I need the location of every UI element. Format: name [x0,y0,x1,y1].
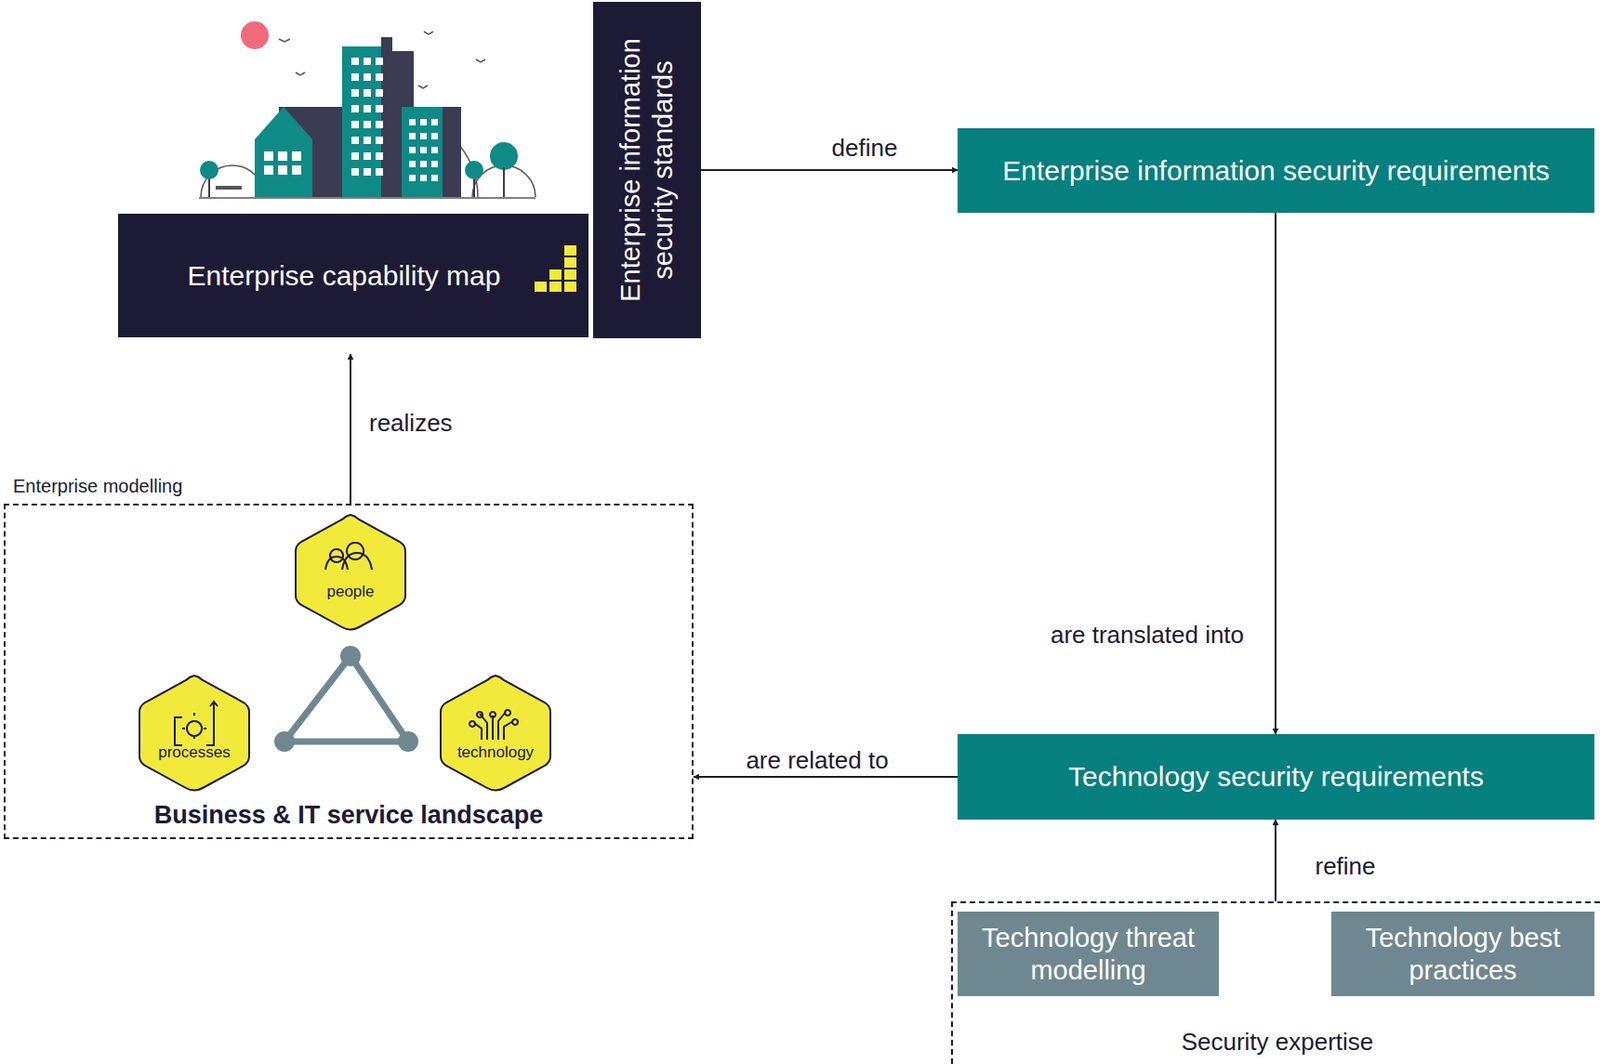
tech-requirements-box: Technology security requirements [957,734,1595,820]
box-label: Enterprise capability map [187,259,502,293]
hexagon-label: people [290,582,411,602]
vertical-label: Enterprise information security standard… [614,12,680,329]
box-label: Enterprise information security requirem… [1002,154,1550,188]
edge-label: realizes [366,409,456,438]
hexagon-label: technology [435,743,556,763]
threat-modelling-box: Technology threat modelling [957,912,1219,997]
technology-hexagon: technology [435,673,556,796]
edge-label: are related to [742,746,891,776]
hexagon-shape [133,673,255,796]
stairs-icon [534,245,578,294]
connector-arrow [1274,819,1277,902]
edge-label: are translated into [1047,621,1247,650]
standards-box: Enterprise information security standard… [593,1,701,339]
box-label: Technology threat modelling [968,922,1208,988]
connector-arrow [700,169,958,172]
best-practices-box: Technology best practices [1331,912,1595,997]
enterprise-modelling-group: Enterprise modellingBusiness & IT servic… [3,503,694,840]
connector-arrow [693,776,958,779]
group-caption: Security expertise [952,1028,1600,1058]
connector-arrow [349,354,352,504]
triangle-graphic [274,646,419,753]
box-label: Technology best practices [1342,922,1584,988]
security-expertise-group: Security expertise Technology threat mode… [951,901,1600,1064]
edge-label: refine [1311,852,1378,882]
people-hexagon: people [290,512,411,635]
hexagon-shape [435,673,556,796]
box-label: Technology security requirements [1068,760,1484,794]
requirements-box: Enterprise information security requirem… [957,128,1595,213]
group-caption: Business & IT service landscape [5,801,692,831]
connector-arrow [1274,212,1277,735]
processes-hexagon: processes [133,673,255,796]
hexagon-label: processes [133,743,255,763]
edge-label: define [829,133,901,163]
city-illustration [198,21,536,199]
hexagon-shape [290,512,411,635]
group-heading: Enterprise modelling [13,476,183,498]
capability-map-box: Enterprise capability map [118,213,589,338]
